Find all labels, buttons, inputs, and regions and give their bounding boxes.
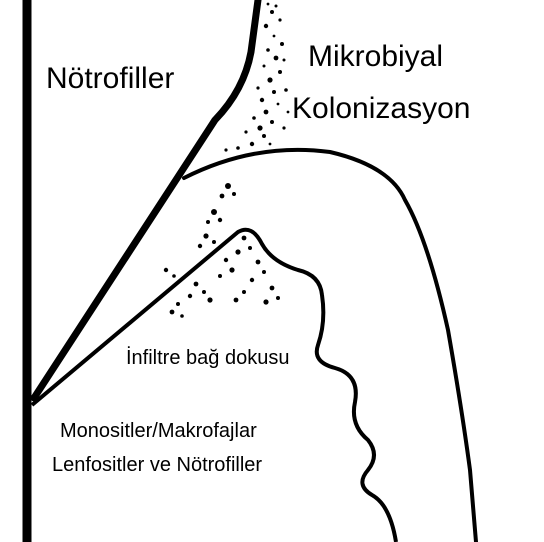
label-microbial: Mikrobiyal xyxy=(308,40,443,75)
label-infiltrate-connective-tissue: İnfiltre bağ dokusu xyxy=(126,347,289,370)
label-monocytes-macrophages: Monositler/Makrofajlar xyxy=(60,420,257,443)
pocket-epithelium-line xyxy=(34,0,258,398)
inflammatory-cell-clusters xyxy=(164,183,280,318)
label-neutrophils: Nötrofiller xyxy=(46,62,174,97)
label-colonization: Kolonizasyon xyxy=(292,92,470,127)
label-lymphocytes-neutrophils: Lenfositler ve Nötrofiller xyxy=(52,454,262,477)
gingiva-outer-contour xyxy=(184,150,476,542)
junctional-epithelium-line xyxy=(32,230,396,542)
